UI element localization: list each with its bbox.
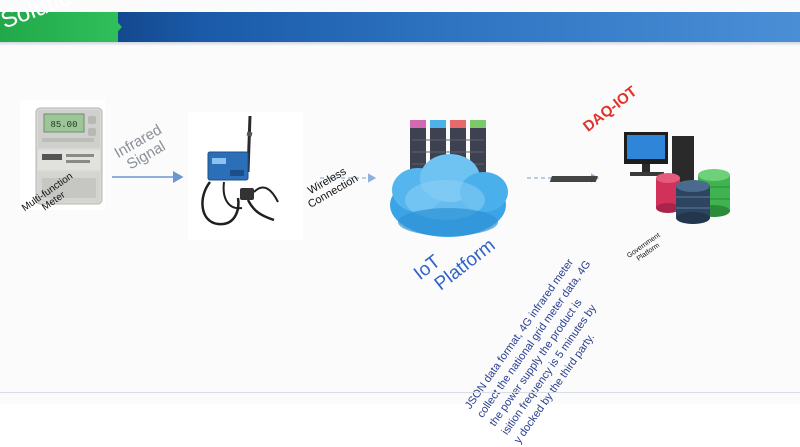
title-accent [0,12,118,42]
title-bar [0,12,800,42]
4g-gateway-icon [201,115,279,226]
cloud [390,154,508,237]
title-chevron [108,12,122,42]
slide: Solutio 85.00 Multi-function Meter [0,12,800,446]
title-shadow [0,42,800,46]
computer-database-icon [549,132,730,224]
meter-display: 85.00 [50,120,77,130]
electric-meter-icon: 85.00 [35,107,103,205]
database-green-icon [698,169,730,217]
computer-icon [549,132,694,182]
meter-photo: 85.00 [20,100,105,210]
server-cloud-icon [390,120,508,237]
gateway-photo [188,112,303,240]
bottom-divider [0,392,800,393]
database-dark-icon [676,180,710,224]
